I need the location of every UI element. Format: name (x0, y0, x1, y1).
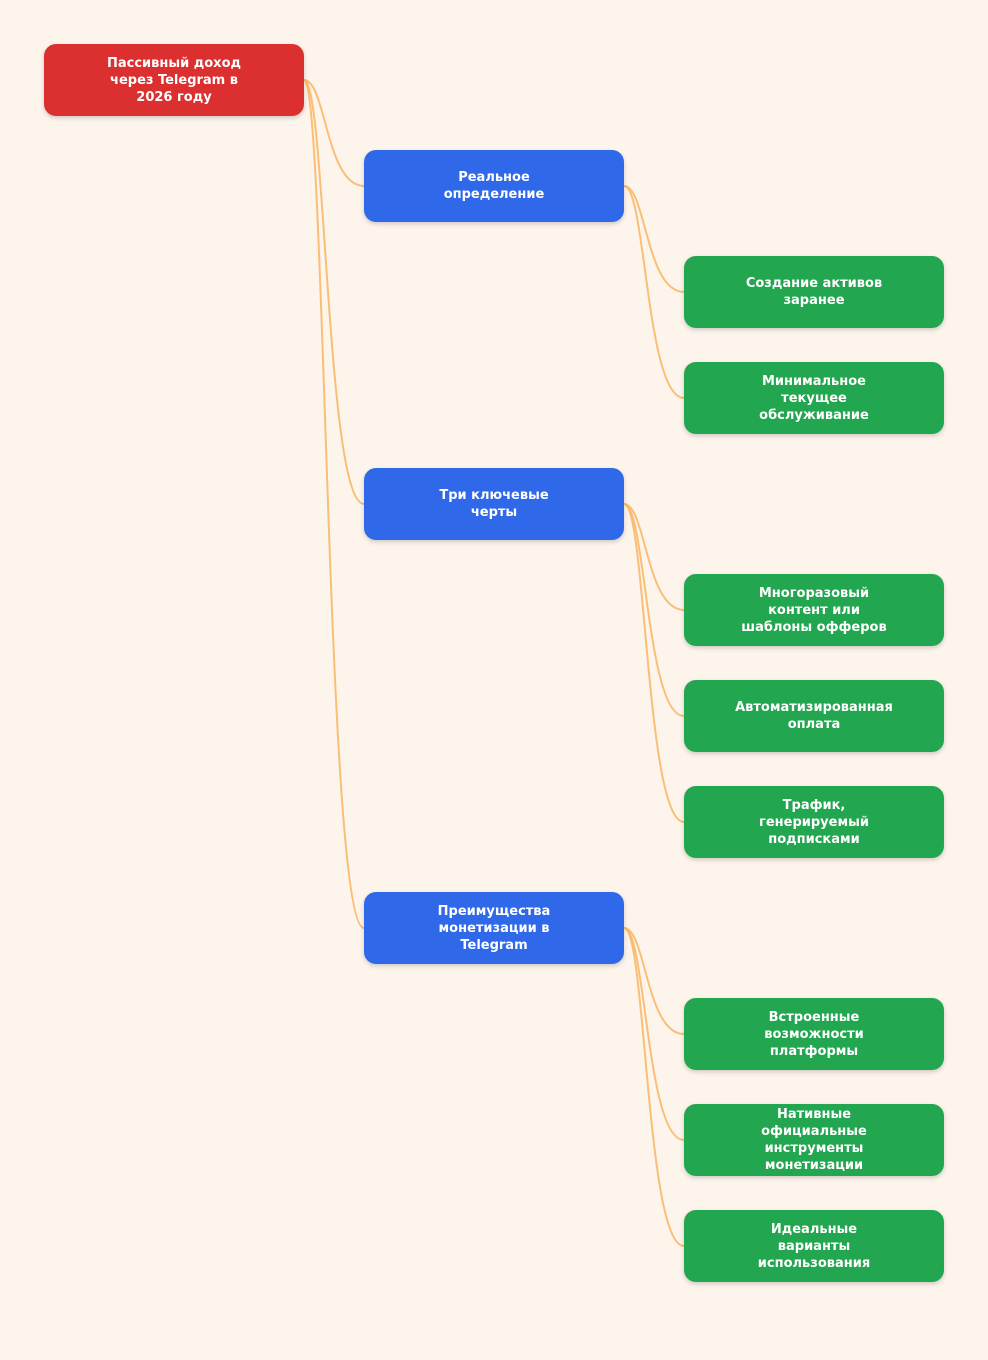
leaf-label: Идеальные варианты использования (757, 1221, 871, 1271)
leaf-node-native-tools[interactable]: Нативные официальные инструменты монетиз… (684, 1104, 944, 1176)
link-branch-1-leaf-2 (623, 503, 685, 823)
branch-label: Реальное определение (443, 170, 545, 202)
branch-label: Преимущества монетизации в Telegram (437, 903, 551, 953)
leaf-node-builtin-features[interactable]: Встроенные возможности платформы (684, 998, 944, 1070)
link-branch-2-leaf-0 (623, 927, 685, 1035)
leaf-label: Многоразовый контент или шаблоны офферов (741, 585, 887, 635)
branch-node-telegram-advantages[interactable]: Преимущества монетизации в Telegram (364, 892, 624, 964)
link-root-branch-0 (303, 79, 365, 187)
link-branch-0-leaf-1 (623, 185, 685, 399)
leaf-label: Встроенные возможности платформы (764, 1009, 864, 1059)
branch-node-three-traits[interactable]: Три ключевые черты (364, 468, 624, 540)
leaf-node-reusable-content[interactable]: Многоразовый контент или шаблоны офферов (684, 574, 944, 646)
branch-label: Три ключевые черты (439, 488, 549, 520)
link-branch-0-leaf-0 (623, 185, 685, 293)
branch-node-definition[interactable]: Реальное определение (364, 150, 624, 222)
leaf-label: Минимальное текущее обслуживание (759, 373, 869, 423)
link-branch-2-leaf-2 (623, 927, 685, 1247)
link-branch-1-leaf-0 (623, 503, 685, 611)
leaf-label: Нативные официальные инструменты монетиз… (761, 1107, 867, 1173)
leaf-node-minimal-maintenance[interactable]: Минимальное текущее обслуживание (684, 362, 944, 434)
link-branch-2-leaf-1 (623, 927, 685, 1141)
leaf-label: Создание активов заранее (745, 276, 883, 308)
leaf-node-subscription-traffic[interactable]: Трафик, генерируемый подписками (684, 786, 944, 858)
link-root-branch-2 (303, 79, 365, 929)
root-node[interactable]: Пассивный доход через Telegram в 2026 го… (44, 44, 304, 116)
leaf-label: Трафик, генерируемый подписками (759, 797, 869, 847)
leaf-node-ideal-use-cases[interactable]: Идеальные варианты использования (684, 1210, 944, 1282)
link-root-branch-1 (303, 79, 365, 505)
leaf-label: Автоматизированная оплата (735, 700, 893, 732)
root-label: Пассивный доход через Telegram в 2026 го… (106, 55, 242, 105)
link-branch-1-leaf-1 (623, 503, 685, 717)
leaf-node-create-assets[interactable]: Создание активов заранее (684, 256, 944, 328)
leaf-node-automated-payment[interactable]: Автоматизированная оплата (684, 680, 944, 752)
